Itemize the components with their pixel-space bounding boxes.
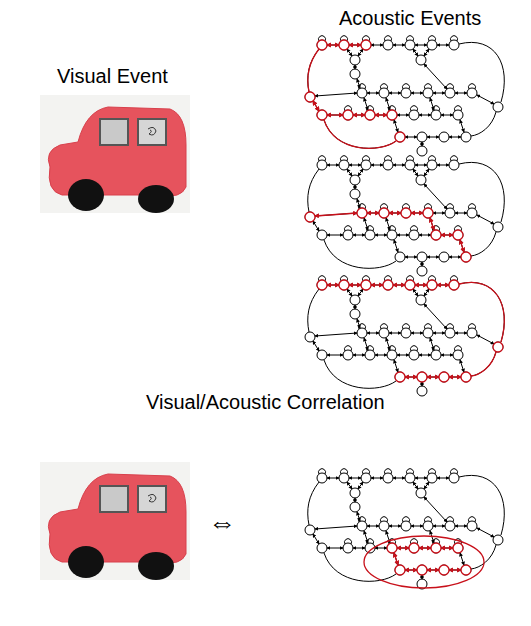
state-graph (305, 469, 504, 589)
state-graph (305, 276, 504, 396)
section-heading: Acoustic Events (339, 6, 481, 30)
equivalence-symbol: ⇔ (208, 506, 236, 540)
state-graph (305, 156, 504, 276)
section-heading: Visual Event (57, 64, 168, 88)
state-graph (305, 36, 504, 156)
section-heading: Visual/Acoustic Correlation (146, 390, 385, 414)
car-drawing (40, 462, 190, 580)
car-drawing (40, 95, 190, 213)
